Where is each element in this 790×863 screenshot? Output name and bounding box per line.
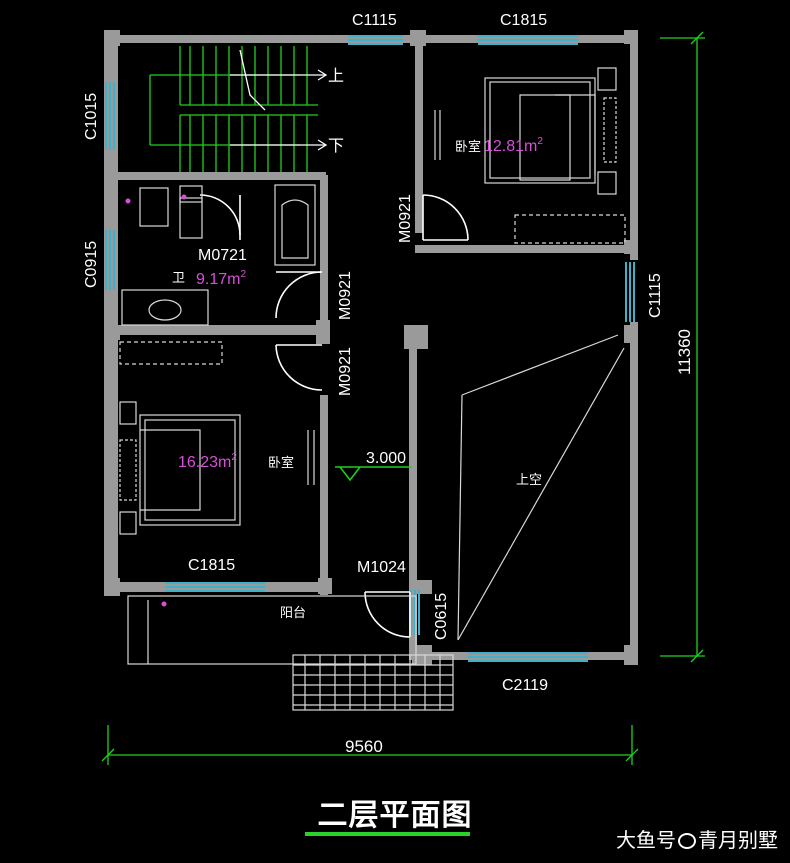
watermark-right: 青月别墅 — [698, 828, 778, 852]
void-lines — [457, 334, 625, 641]
door-label-bath: M0921 — [337, 271, 354, 320]
plan-title: 二层平面图 — [317, 798, 473, 833]
door-label-bath-inner: M0721 — [198, 247, 247, 264]
stairs — [149, 46, 328, 172]
bathroom-label: 卫 — [172, 271, 185, 286]
balcony-label: 阳台 — [280, 606, 306, 621]
doors — [199, 194, 469, 638]
void-label: 上空 — [516, 473, 542, 488]
dimension-lines — [101, 31, 705, 765]
window-label-c0615: C0615 — [433, 593, 450, 640]
window-label-c1815-bottom: C1815 — [188, 557, 235, 574]
door-label-bedroom1: M0921 — [397, 194, 414, 243]
furniture — [119, 67, 626, 711]
window-label-c1815-top: C1815 — [500, 12, 547, 29]
stair-down-label: 下 — [328, 138, 344, 155]
bedroom1-area: 12.81m2 — [484, 136, 543, 155]
bedroom1-label: 卧室 — [455, 139, 481, 155]
bedroom2-area: 16.23m2 — [178, 452, 237, 471]
door-label-bedroom2: M0921 — [337, 347, 354, 396]
window-label-c1015: C1015 — [83, 93, 100, 140]
wechat-icon — [678, 833, 696, 849]
fixture-markers — [125, 194, 187, 607]
overall-depth-label: 11360 — [675, 329, 694, 375]
title-underline — [305, 832, 470, 836]
window-label-c1115-right: C1115 — [647, 273, 664, 318]
bedroom2-label: 卧室 — [268, 455, 294, 471]
window-label-c0915: C0915 — [83, 241, 100, 288]
watermark-left: 大鱼号 — [616, 828, 676, 852]
window-label-c2119: C2119 — [502, 677, 548, 694]
stair-up-label: 上 — [328, 67, 344, 85]
overall-width-label: 9560 — [345, 737, 383, 756]
elevation-marker — [335, 466, 412, 482]
elevation-label: 3.000 — [366, 450, 406, 467]
door-label-balcony: M1024 — [357, 559, 406, 576]
bathroom-area: 9.17m2 — [196, 269, 246, 288]
watermark: 大鱼号青月别墅 — [616, 824, 778, 853]
window-label-c1115-top: C1115 — [352, 12, 397, 29]
windows — [105, 35, 635, 662]
